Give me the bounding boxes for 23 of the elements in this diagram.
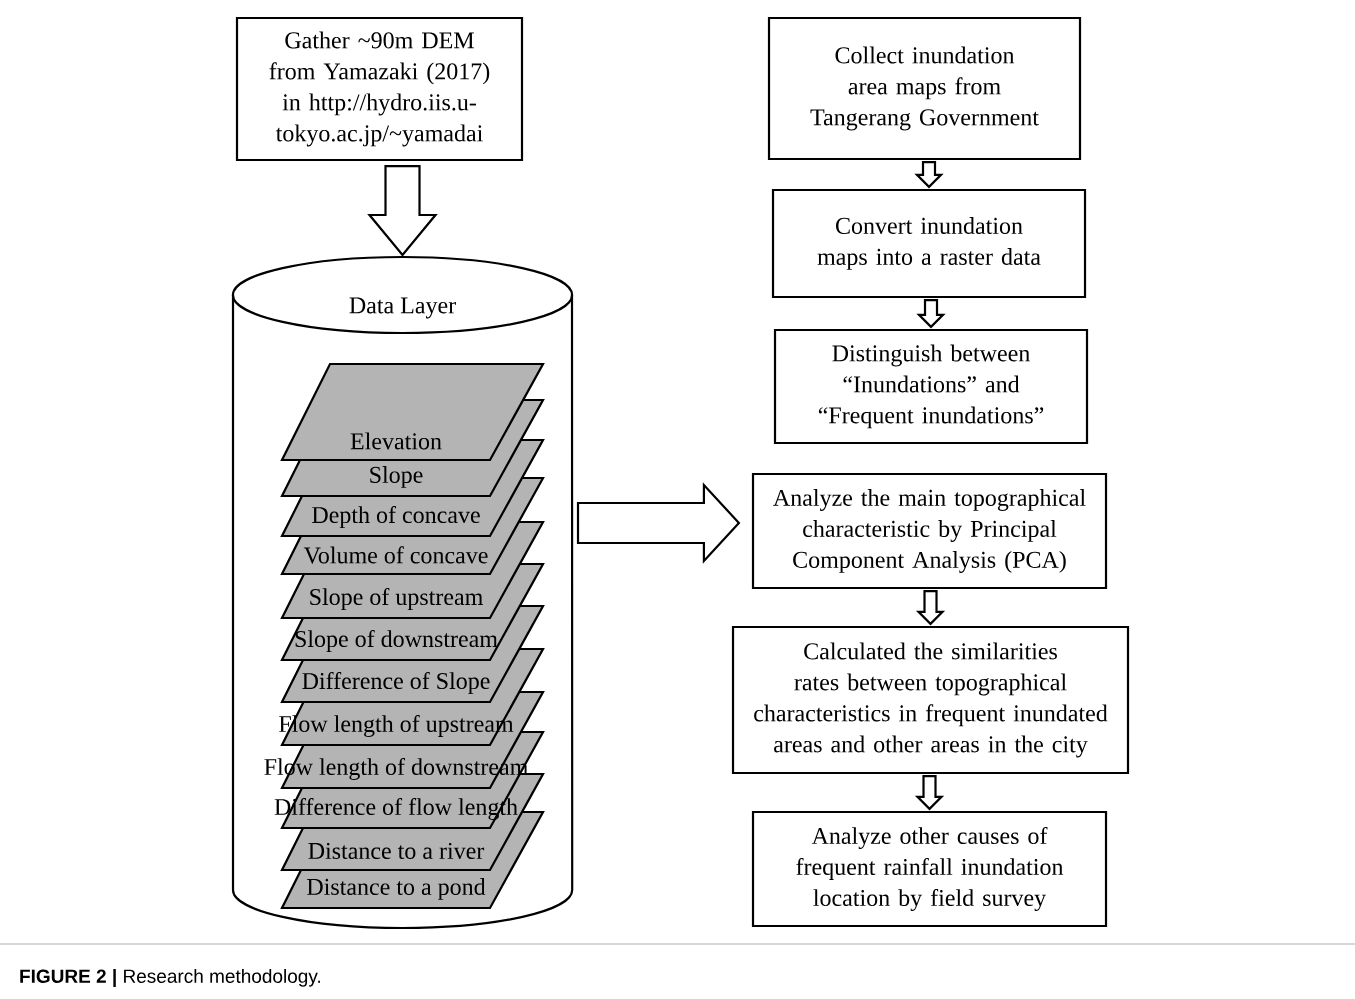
caption: FIGURE 2 | Research methodology.	[20, 969, 320, 987]
block-arrow	[367, 165, 438, 257]
layer-label: Slope	[370, 466, 423, 488]
layer-label: Elevation	[350, 432, 442, 450]
layer-label: Slope of upstream	[310, 587, 483, 610]
process-box: Analyze other causes of frequent rainfall inundation location by field survey	[751, 810, 1108, 928]
layer-label: Distance to a river	[308, 842, 485, 860]
process-box: Distinguish between “Inundations” and “Frequent inundations”	[773, 328, 1089, 445]
block-arrow	[914, 775, 945, 811]
block-arrow	[915, 590, 946, 626]
process-box: Convert inundation maps into a raster data	[771, 188, 1087, 299]
layer-label: Depth of concave	[312, 505, 480, 528]
layer-label: Slope of downstream	[295, 629, 498, 652]
block-arrow	[914, 161, 944, 189]
layer-label: Distance to a pond	[307, 878, 486, 900]
block-arrow	[576, 482, 741, 564]
process-box: Collect inundation area maps from Tangerang Government	[767, 16, 1082, 161]
process-box: Gather ~90m DEM from Yamazaki (2017) in http://hydro.iis.u-tokyo.ac.jp/~yamadai	[235, 16, 524, 162]
process-box: Calculated the similarities rates between topographical characteristics in frequent inundated areas and other areas in the city	[731, 625, 1130, 775]
layer-label: Difference of Slope	[302, 671, 490, 694]
block-arrow	[916, 298, 946, 329]
process-box: Analyze the main topographical characteristic by Principal Component Analysis (PCA)	[751, 472, 1108, 590]
layer-label: Volume of concave	[303, 546, 488, 564]
